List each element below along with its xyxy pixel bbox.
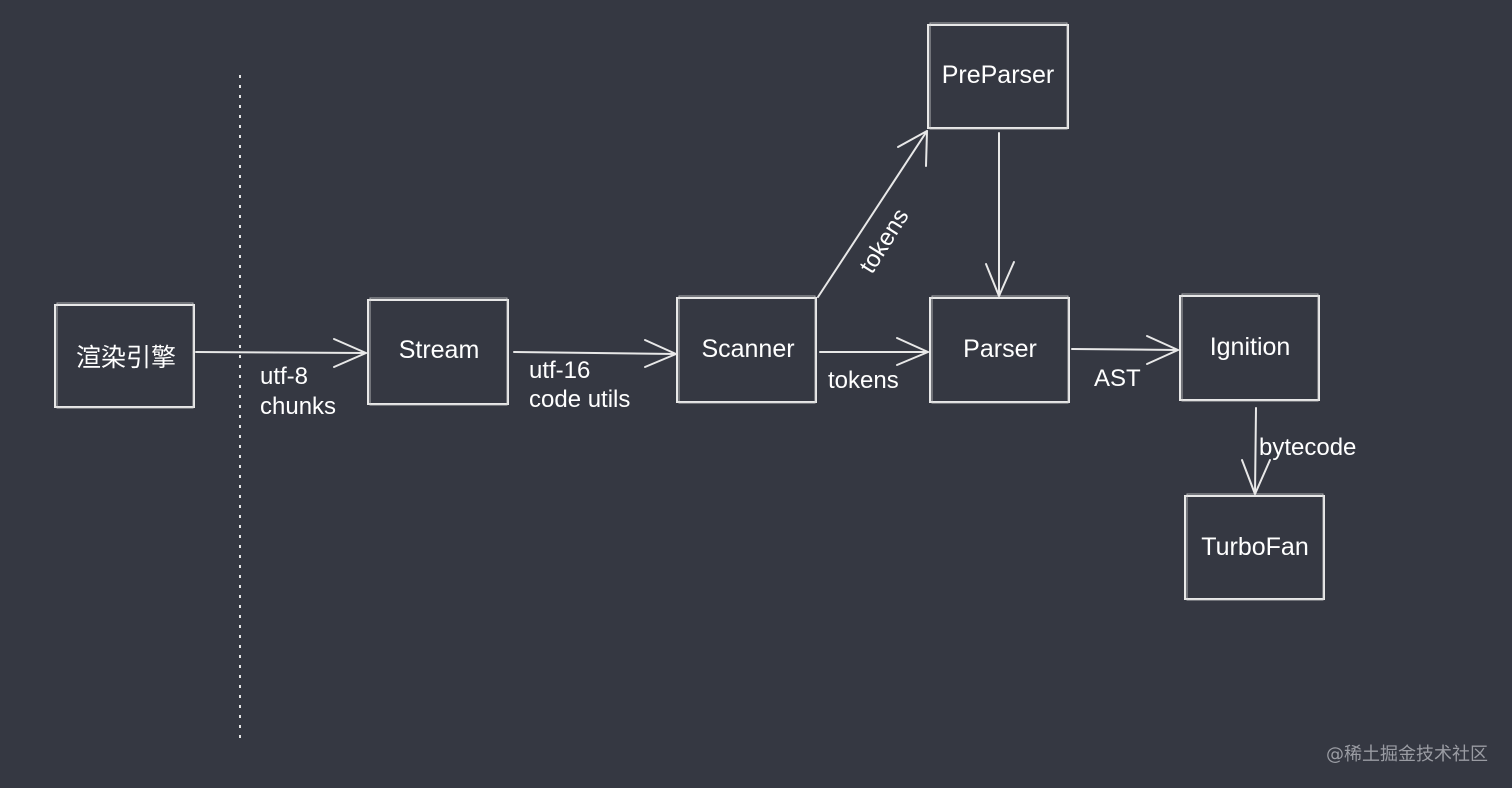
arrow-head-icon bbox=[644, 339, 677, 368]
edge-stream-to-scanner-label-2: code utils bbox=[529, 386, 630, 413]
edge-stream-to-scanner: utf-16 code utils bbox=[513, 339, 677, 413]
arrow-line-icon bbox=[195, 351, 367, 354]
arrow-head-icon bbox=[1146, 335, 1179, 365]
edge-preparser-to-parser bbox=[985, 132, 1015, 297]
node-scanner: Scanner bbox=[676, 295, 817, 404]
arrow-head-icon bbox=[897, 130, 928, 167]
edge-scanner-to-preparser: tokens bbox=[817, 130, 928, 298]
node-parser: Parser bbox=[929, 295, 1070, 404]
node-stream-label: Stream bbox=[399, 336, 480, 364]
edge-parser-to-ignition: AST bbox=[1071, 335, 1179, 392]
node-stream: Stream bbox=[367, 297, 509, 406]
arrow-line-icon bbox=[1254, 407, 1257, 495]
arrow-head-icon bbox=[985, 261, 1015, 297]
node-ignition-label: Ignition bbox=[1210, 333, 1291, 361]
arrow-line-icon bbox=[817, 130, 928, 298]
node-ignition: Ignition bbox=[1179, 293, 1320, 402]
node-turbofan-label: TurboFan bbox=[1201, 533, 1308, 561]
edge-stream-to-scanner-label-1: utf-16 bbox=[529, 357, 590, 384]
edge-scanner-to-preparser-label: tokens bbox=[854, 204, 914, 278]
node-parser-label: Parser bbox=[963, 335, 1037, 363]
node-preparser-label: PreParser bbox=[942, 61, 1055, 89]
arrow-line-icon bbox=[1071, 348, 1179, 351]
edge-scanner-to-parser-label: tokens bbox=[828, 367, 899, 394]
edge-parser-to-ignition-label: AST bbox=[1094, 365, 1141, 392]
node-render-engine-label: 渲染引擎 bbox=[76, 344, 176, 372]
arrow-line-icon bbox=[513, 351, 677, 355]
edge-ignition-to-turbofan: bytecode bbox=[1241, 407, 1356, 495]
node-turbofan: TurboFan bbox=[1184, 493, 1325, 601]
edge-scanner-to-parser: tokens bbox=[819, 337, 929, 394]
arrow-head-icon bbox=[333, 338, 367, 368]
node-render-engine: 渲染引擎 bbox=[54, 302, 195, 409]
edge-ignition-to-turbofan-label: bytecode bbox=[1259, 434, 1356, 461]
node-scanner-label: Scanner bbox=[701, 335, 794, 363]
node-preparser: PreParser bbox=[927, 22, 1069, 130]
edge-render-to-stream-label-2: chunks bbox=[260, 393, 336, 420]
arrow-head-icon bbox=[896, 337, 929, 366]
watermark: @稀土掘金技术社区 bbox=[1326, 744, 1488, 765]
edge-render-to-stream-label-1: utf-8 bbox=[260, 363, 308, 390]
arrow-head-icon bbox=[1241, 459, 1271, 495]
edge-render-to-stream: utf-8 chunks bbox=[195, 338, 367, 420]
